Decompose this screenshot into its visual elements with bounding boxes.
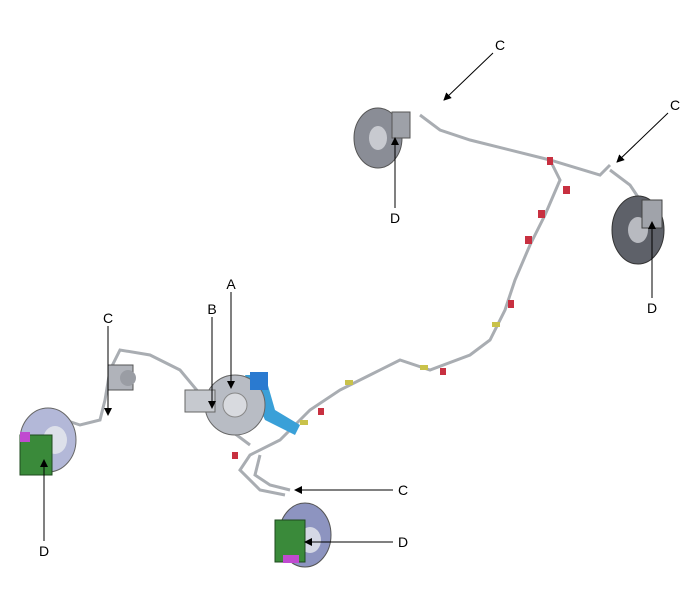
brake-line-brackets — [300, 322, 500, 425]
rear-right-brake-disc — [353, 107, 411, 169]
callout-d-rear-right-caliper: D — [389, 210, 401, 226]
callout-d-front-right-caliper: D — [397, 534, 409, 550]
callout-c-front-left-sensor: C — [102, 310, 114, 326]
callout-c-front-right-sensor: C — [397, 482, 409, 498]
brake-booster-assembly — [184, 372, 300, 436]
front-right-brake-disc — [274, 502, 332, 568]
callout-c-rear-right-sensor: C — [494, 37, 506, 53]
callout-b-master-cylinder: B — [207, 301, 217, 317]
callout-d-front-left-caliper: D — [38, 543, 50, 559]
hydraulic-unit — [107, 364, 136, 391]
brake-line-clips — [232, 157, 570, 459]
leader-lines — [40, 52, 669, 546]
rear-left-brake-disc — [611, 195, 665, 265]
callout-a-booster: A — [226, 276, 236, 292]
brake-lines — [64, 113, 642, 497]
callout-d-rear-left-caliper: D — [646, 300, 658, 316]
front-left-brake-disc — [19, 407, 77, 476]
callout-c-rear-left-sensor: C — [669, 97, 681, 113]
